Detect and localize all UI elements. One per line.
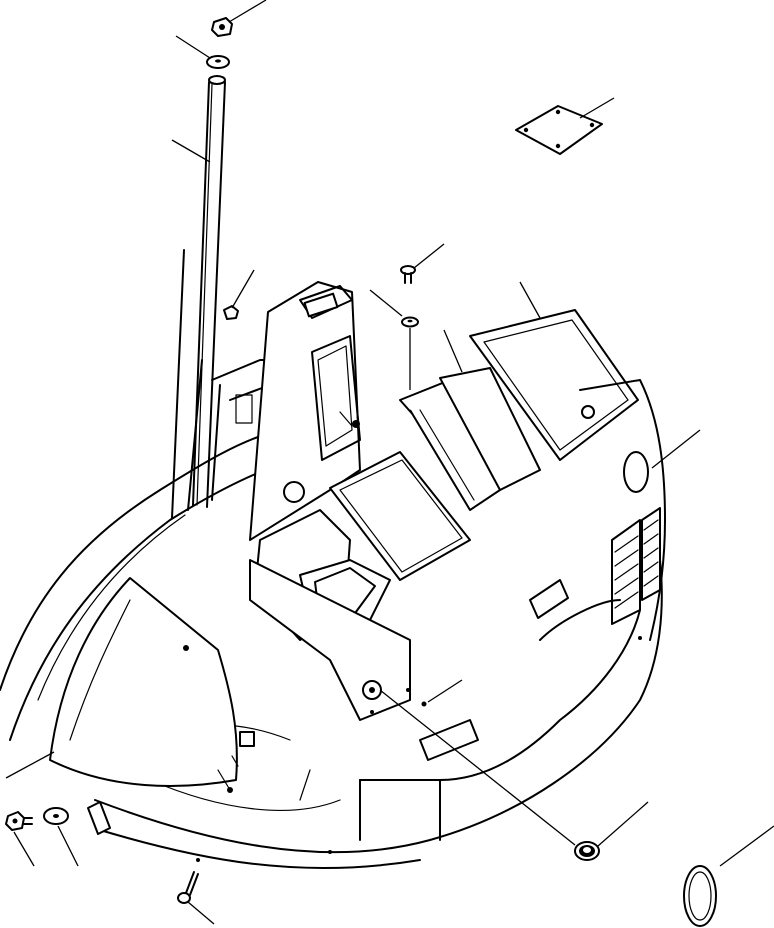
leader-vertical-rod (171, 139, 211, 163)
fastener-dot-4 (328, 850, 332, 854)
cab-body (0, 249, 663, 870)
leader-inner-box (443, 329, 463, 373)
right-side-panel (419, 379, 666, 761)
fastener-dot-2 (638, 636, 642, 640)
leader-right-rear-box (519, 281, 541, 319)
leader-grommet (379, 689, 576, 846)
small-fitting (87, 801, 111, 835)
bolt-bottom-left (5, 811, 33, 831)
grommet (574, 841, 600, 861)
left-dome-cover (49, 577, 238, 787)
small-bolt-upper (400, 265, 416, 284)
fastener-dot-3 (196, 858, 200, 862)
center-console (249, 451, 471, 721)
washer-bottom-left (43, 807, 69, 825)
top-washer (206, 55, 230, 69)
leader-top-washer (175, 35, 211, 59)
leader-flat-washer-upper (369, 289, 403, 317)
console-post (249, 281, 361, 541)
vent-grille (611, 507, 661, 625)
leader-bolt-bottom-center (187, 901, 215, 925)
leader-grommet-callout (597, 801, 649, 847)
clip-bracket (217, 731, 255, 793)
leader-fastener-dot-1 (427, 679, 463, 703)
leader-top-nut (228, 0, 267, 23)
leader-access-cover-plate (579, 97, 615, 119)
leader-washer-bottom-left (57, 825, 79, 867)
top-nut (211, 17, 233, 37)
bolt-bottom-center (177, 871, 199, 904)
leader-right-side-panel (651, 429, 701, 469)
leader-left-dome-cover (5, 751, 55, 779)
leader-round-seal (719, 825, 774, 867)
round-seal (683, 865, 717, 927)
fastener-dot-1 (421, 701, 427, 707)
vertical-rod (192, 75, 226, 508)
leader-small-nut-left (231, 269, 255, 309)
right-rear-box (399, 309, 639, 511)
leader-small-bolt-upper (413, 243, 445, 269)
leader-bolt-bottom-left (13, 831, 35, 867)
flat-washer-upper (401, 316, 419, 328)
small-nut-left (223, 305, 239, 320)
